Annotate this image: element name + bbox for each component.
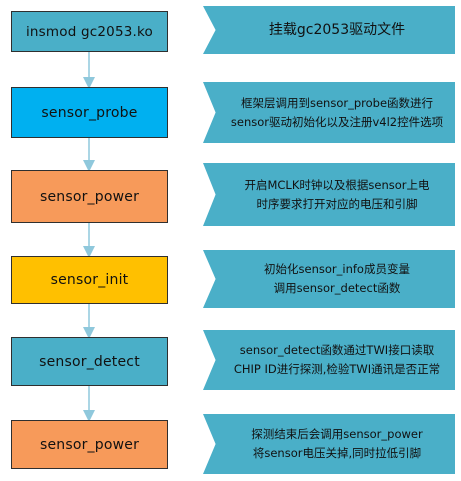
step-label-insmod: insmod gc2053.ko bbox=[25, 23, 154, 40]
step-label-sensor-detect: sensor_detect bbox=[39, 353, 140, 370]
description-line: 时序要求打开对应的电压和引脚 bbox=[256, 196, 418, 211]
description-sensor-power-off: 探测结束后会调用sensor_power 将sensor电压关掉,同时拉低引脚 bbox=[203, 414, 455, 474]
description-line: 探测结束后会调用sensor_power bbox=[251, 427, 423, 441]
description-insmod: 挂载gc2053驱动文件 bbox=[203, 6, 455, 54]
step-label-sensor-init: sensor_init bbox=[50, 272, 129, 288]
description-line: 框架层调用到sensor_probe函数进行 bbox=[240, 95, 434, 110]
step-label-sensor-probe: sensor_probe bbox=[41, 104, 138, 121]
step-box-sensor-init: sensor_init bbox=[11, 256, 168, 304]
description-sensor-detect: sensor_detect函数通过TWI接口读取 CHIP ID进行探测,检验T… bbox=[203, 330, 455, 390]
step-box-sensor-detect: sensor_detect bbox=[11, 337, 168, 386]
description-sensor-init: 初始化sensor_info成员变量 调用sensor_detect函数 bbox=[203, 250, 455, 308]
step-box-sensor-power-off: sensor_power bbox=[11, 420, 168, 469]
description-line: 将sensor电压关掉,同时拉低引脚 bbox=[252, 446, 422, 460]
description-line: 挂载gc2053驱动文件 bbox=[268, 21, 406, 38]
description-sensor-probe: 框架层调用到sensor_probe函数进行 sensor驱动初始化以及注册v4… bbox=[203, 82, 455, 143]
step-box-sensor-power-on: sensor_power bbox=[11, 170, 168, 223]
description-line: 初始化sensor_info成员变量 bbox=[264, 262, 410, 276]
step-box-sensor-probe: sensor_probe bbox=[11, 87, 168, 138]
description-line: CHIP ID进行探测,检验TWI通讯是否正常 bbox=[233, 362, 441, 376]
description-line: 开启MCLK时钟以及根据sensor上电 bbox=[244, 177, 430, 192]
description-line: sensor驱动初始化以及注册v4l2控件选项 bbox=[230, 114, 444, 129]
step-label-sensor-power-on: sensor_power bbox=[39, 188, 140, 205]
step-label-sensor-power-off: sensor_power bbox=[39, 436, 140, 453]
description-sensor-power-on: 开启MCLK时钟以及根据sensor上电 时序要求打开对应的电压和引脚 bbox=[203, 163, 455, 226]
step-box-insmod: insmod gc2053.ko bbox=[11, 11, 168, 52]
description-line: sensor_detect函数通过TWI接口读取 bbox=[239, 343, 435, 357]
description-line: 调用sensor_detect函数 bbox=[273, 281, 401, 295]
